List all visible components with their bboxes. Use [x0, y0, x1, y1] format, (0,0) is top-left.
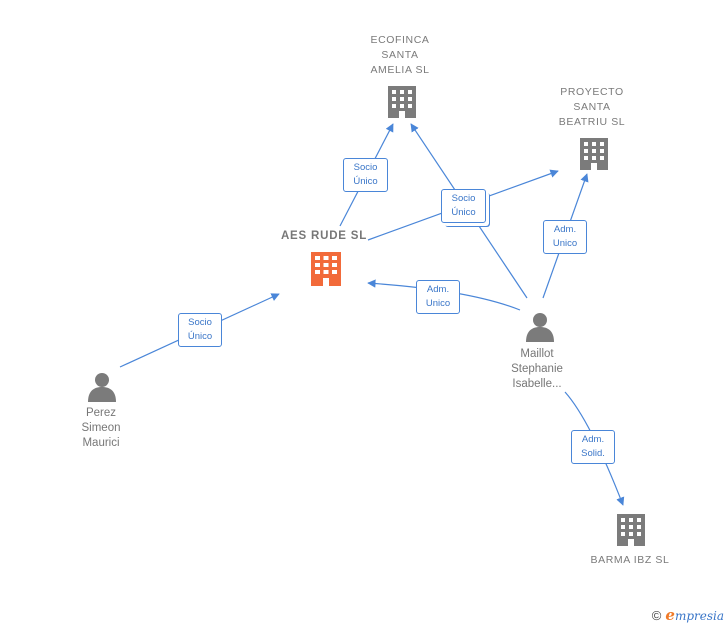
brand-logo-initial: e — [665, 606, 675, 624]
node-label-aes-rude[interactable]: AES RUDE SL — [280, 230, 368, 242]
person-icon[interactable] — [88, 373, 116, 402]
node-label-perez[interactable]: Perez Simeon Maurici — [81, 407, 121, 449]
node-label-maillot[interactable]: Maillot Stephanie Isabelle... — [511, 348, 563, 390]
building-icon[interactable] — [388, 86, 416, 118]
brand-logo-text: mpresia — [674, 609, 724, 623]
person-icon[interactable] — [526, 313, 554, 342]
node-label-ecofinca[interactable]: ECOFINCA SANTA AMELIA SL — [370, 34, 430, 76]
edge-label-aes-ecofinca[interactable]: Socio Único — [343, 158, 388, 192]
edge-label-maillot-aes[interactable]: Adm. Unico — [416, 280, 460, 314]
edge-label-aes-proyecto[interactable]: Socio Único — [441, 189, 486, 223]
edge-label-perez-aes[interactable]: Socio Único — [178, 313, 222, 347]
node-label-barma[interactable]: BARMA IBZ SL — [590, 554, 670, 566]
building-icon-main[interactable] — [311, 252, 341, 286]
building-icon[interactable] — [580, 138, 608, 170]
building-icon[interactable] — [617, 514, 645, 546]
copyright-icon: © — [651, 608, 662, 623]
edge-label-maillot-proyecto[interactable]: Adm. Unico — [543, 220, 587, 254]
footer-brand: ©empresia — [652, 606, 724, 624]
node-label-proyecto[interactable]: PROYECTO SANTA BEATRIU SL — [558, 86, 626, 128]
edge-label-maillot-barma[interactable]: Adm. Solid. — [571, 430, 615, 464]
